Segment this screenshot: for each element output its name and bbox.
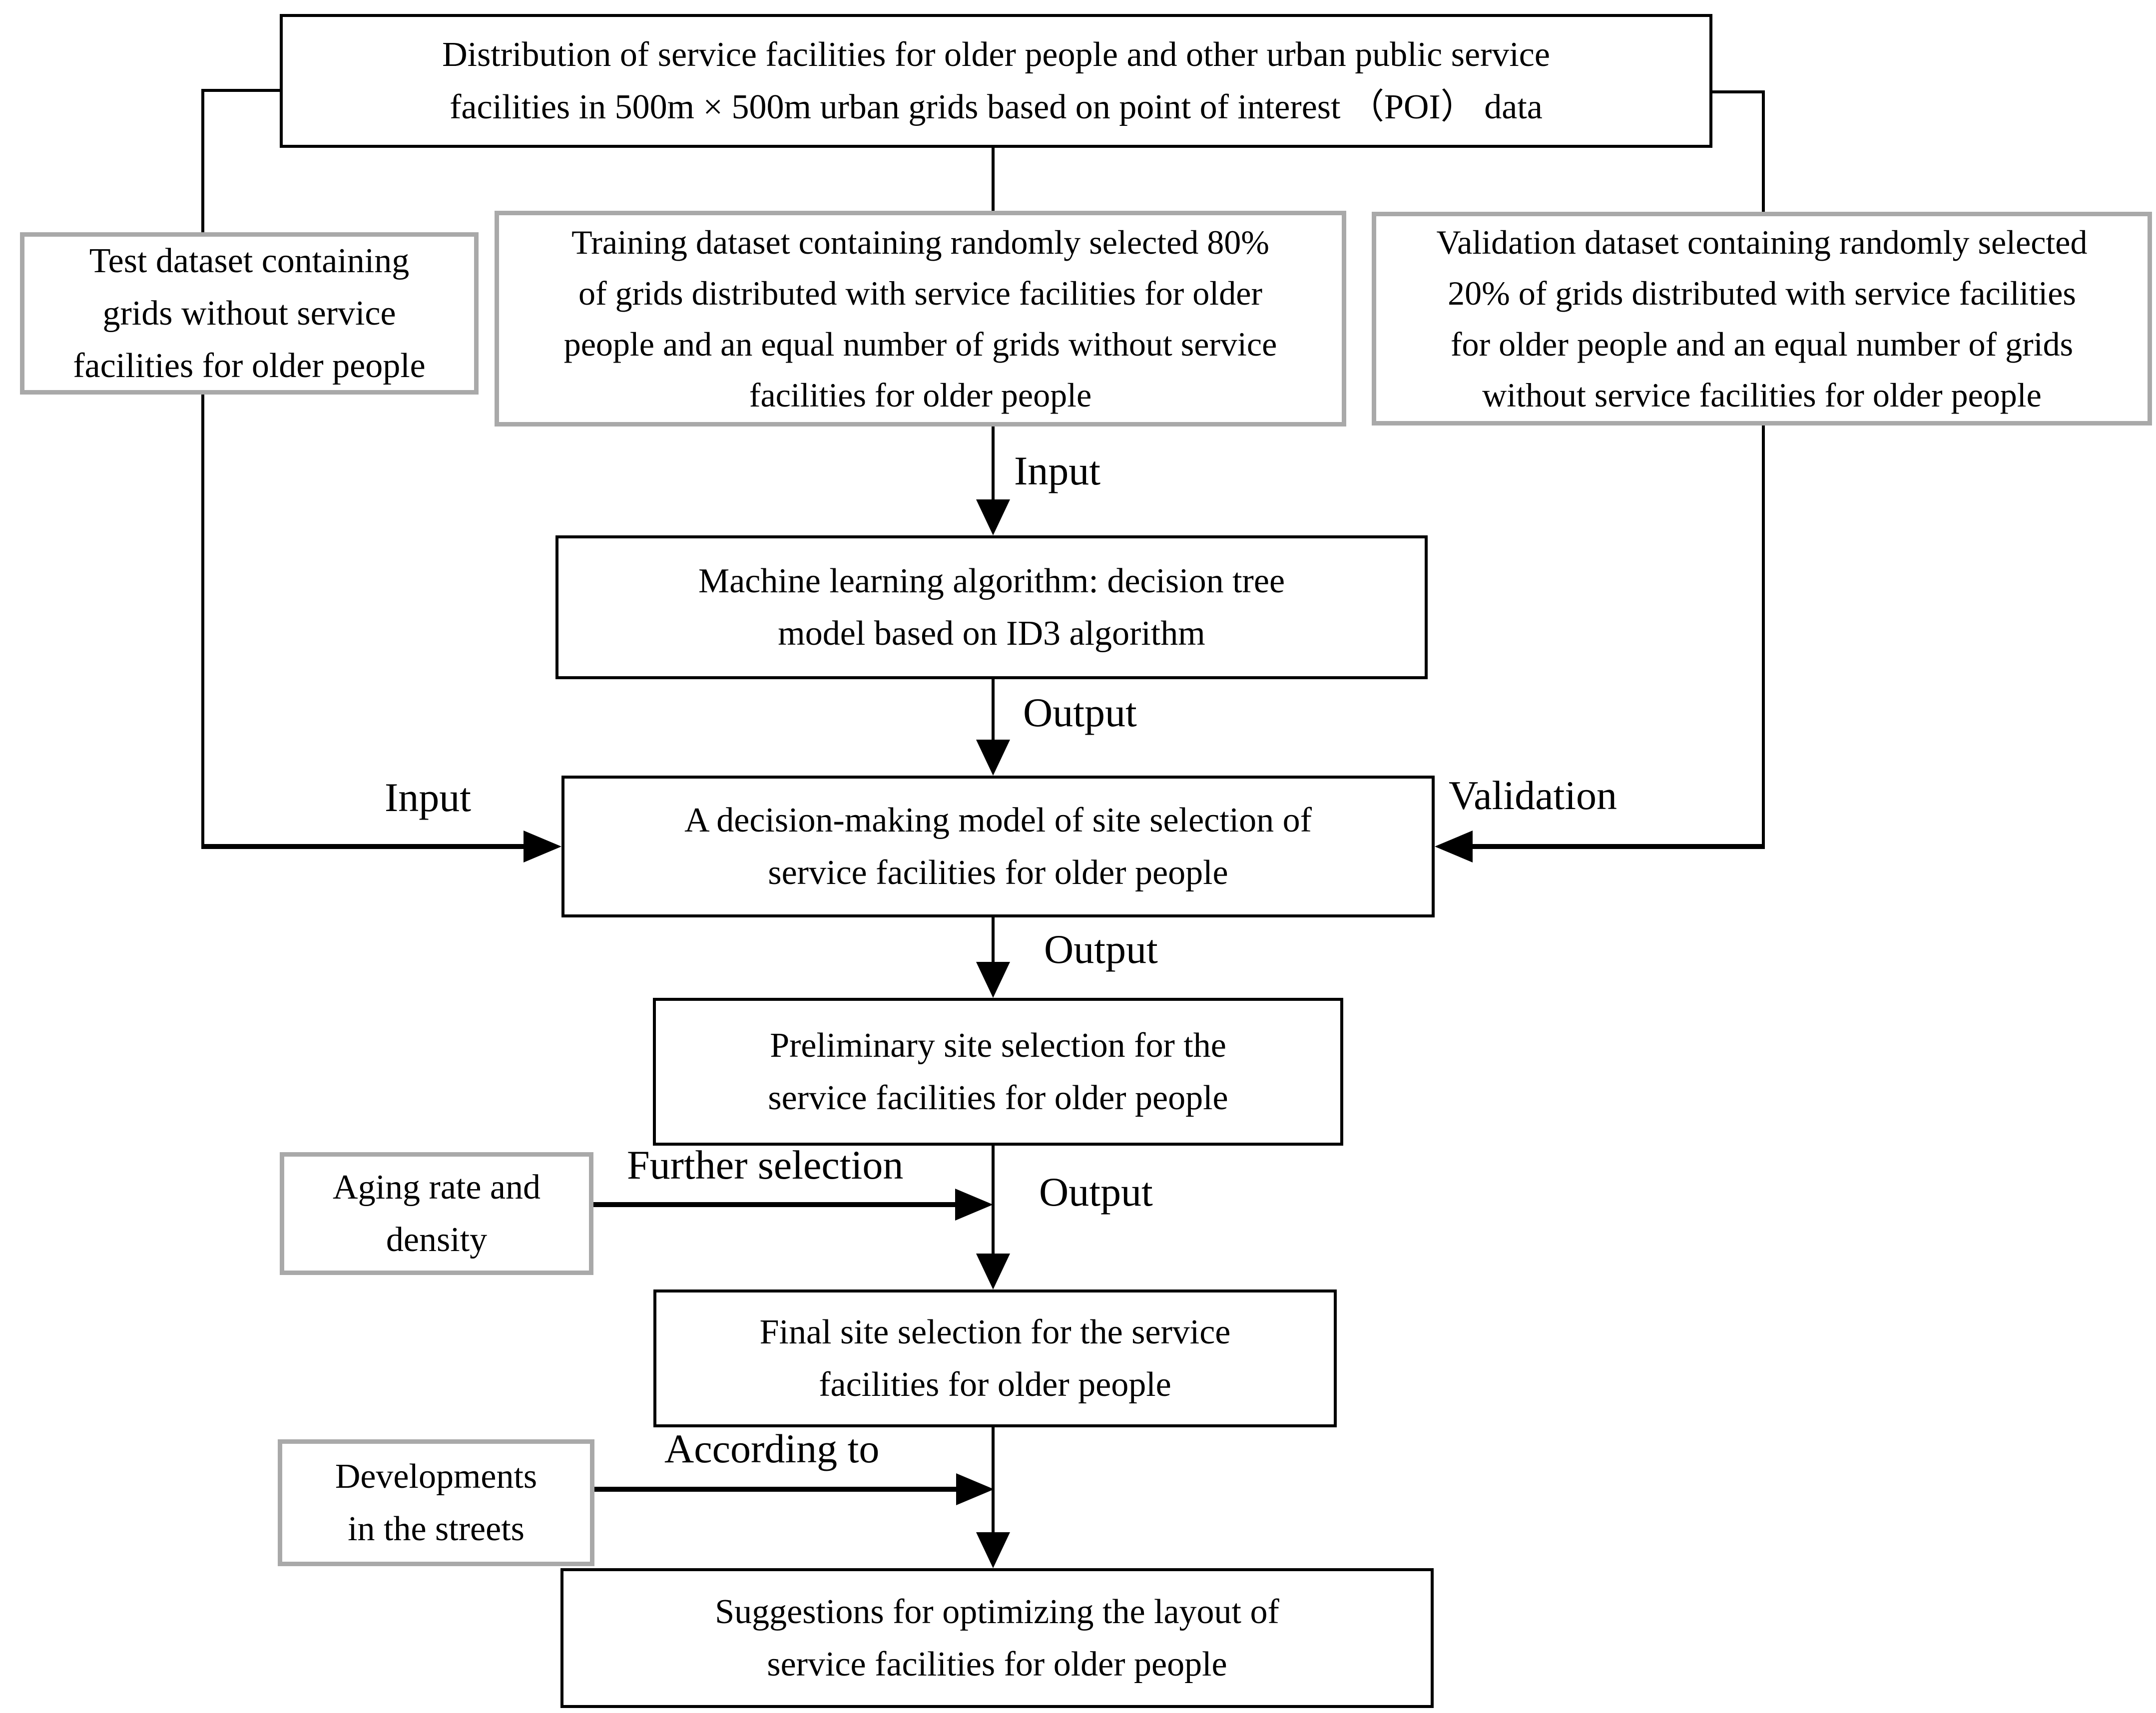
arrowhead-into-suggestions-icon <box>976 1532 1010 1568</box>
node-ml-algorithm-text: Machine learning algorithm: decision tre… <box>698 562 1285 653</box>
arrowhead-into-ml-icon <box>976 499 1010 535</box>
node-developments: Developments in the streets <box>278 1439 594 1566</box>
arrowhead-input-into-decision-icon <box>524 831 561 862</box>
node-validation-dataset-text: Validation dataset containing randomly s… <box>1436 223 2088 414</box>
edge-label-output-preliminary: Output <box>1039 1169 1153 1215</box>
arrowhead-into-decision-icon <box>976 740 1010 776</box>
edge-label-validation: Validation <box>1449 773 1617 818</box>
connector-preliminary-to-final <box>992 1145 995 1255</box>
node-preliminary-selection: Preliminary site selection for the servi… <box>653 998 1343 1146</box>
connector-distribution-left-horizontal <box>201 89 280 92</box>
node-final-selection-text: Final site selection for the service fac… <box>759 1313 1231 1404</box>
arrowhead-further-selection-icon <box>955 1189 993 1221</box>
node-training-dataset: Training dataset containing randomly sel… <box>495 211 1346 427</box>
node-decision-model-text: A decision-making model of site selectio… <box>684 801 1312 892</box>
node-validation-dataset: Validation dataset containing randomly s… <box>1372 212 2152 426</box>
arrowhead-validation-into-decision-icon <box>1435 831 1473 862</box>
connector-decision-to-preliminary <box>992 916 995 963</box>
edge-label-output-decision: Output <box>1044 926 1158 972</box>
edge-label-input-training: Input <box>1014 448 1101 493</box>
arrowhead-according-to-icon <box>956 1473 994 1505</box>
connector-according-to-horizontal <box>594 1487 959 1492</box>
node-preliminary-selection-text: Preliminary site selection for the servi… <box>768 1026 1228 1117</box>
connector-further-selection-horizontal <box>593 1202 958 1207</box>
node-distribution: Distribution of service facilities for o… <box>280 14 1712 148</box>
connector-right-vertical-lower <box>1762 425 1765 847</box>
connector-validation-horizontal <box>1473 844 1765 849</box>
connector-left-vertical-lower <box>201 394 204 847</box>
edge-label-according-to: According to <box>664 1426 880 1471</box>
connector-distribution-right-horizontal <box>1712 90 1765 93</box>
connector-input-horizontal <box>201 844 524 849</box>
connector-left-vertical-upper <box>201 89 204 234</box>
edge-label-further-selection: Further selection <box>627 1142 904 1188</box>
node-training-dataset-text: Training dataset containing randomly sel… <box>563 223 1277 414</box>
edge-label-input-test: Input <box>385 775 472 820</box>
node-suggestions: Suggestions for optimizing the layout of… <box>560 1568 1434 1708</box>
connector-distribution-to-training <box>992 147 995 212</box>
connector-ml-to-decision <box>992 678 995 741</box>
node-suggestions-text: Suggestions for optimizing the layout of… <box>715 1593 1279 1684</box>
node-distribution-text: Distribution of service facilities for o… <box>442 35 1550 126</box>
node-decision-model: A decision-making model of site selectio… <box>561 776 1435 917</box>
node-final-selection: Final site selection for the service fac… <box>653 1289 1337 1427</box>
arrowhead-into-final-icon <box>976 1254 1010 1289</box>
connector-right-vertical-upper <box>1762 90 1765 213</box>
edge-label-output-ml: Output <box>1023 690 1137 735</box>
arrowhead-into-preliminary-icon <box>976 962 1010 998</box>
node-aging-rate: Aging rate and density <box>280 1152 593 1275</box>
connector-training-to-ml <box>992 426 995 501</box>
node-test-dataset: Test dataset containing grids without se… <box>20 232 479 395</box>
node-developments-text: Developments in the streets <box>335 1457 538 1548</box>
node-ml-algorithm: Machine learning algorithm: decision tre… <box>555 535 1428 679</box>
node-test-dataset-text: Test dataset containing grids without se… <box>73 242 426 385</box>
node-aging-rate-text: Aging rate and density <box>333 1168 540 1259</box>
